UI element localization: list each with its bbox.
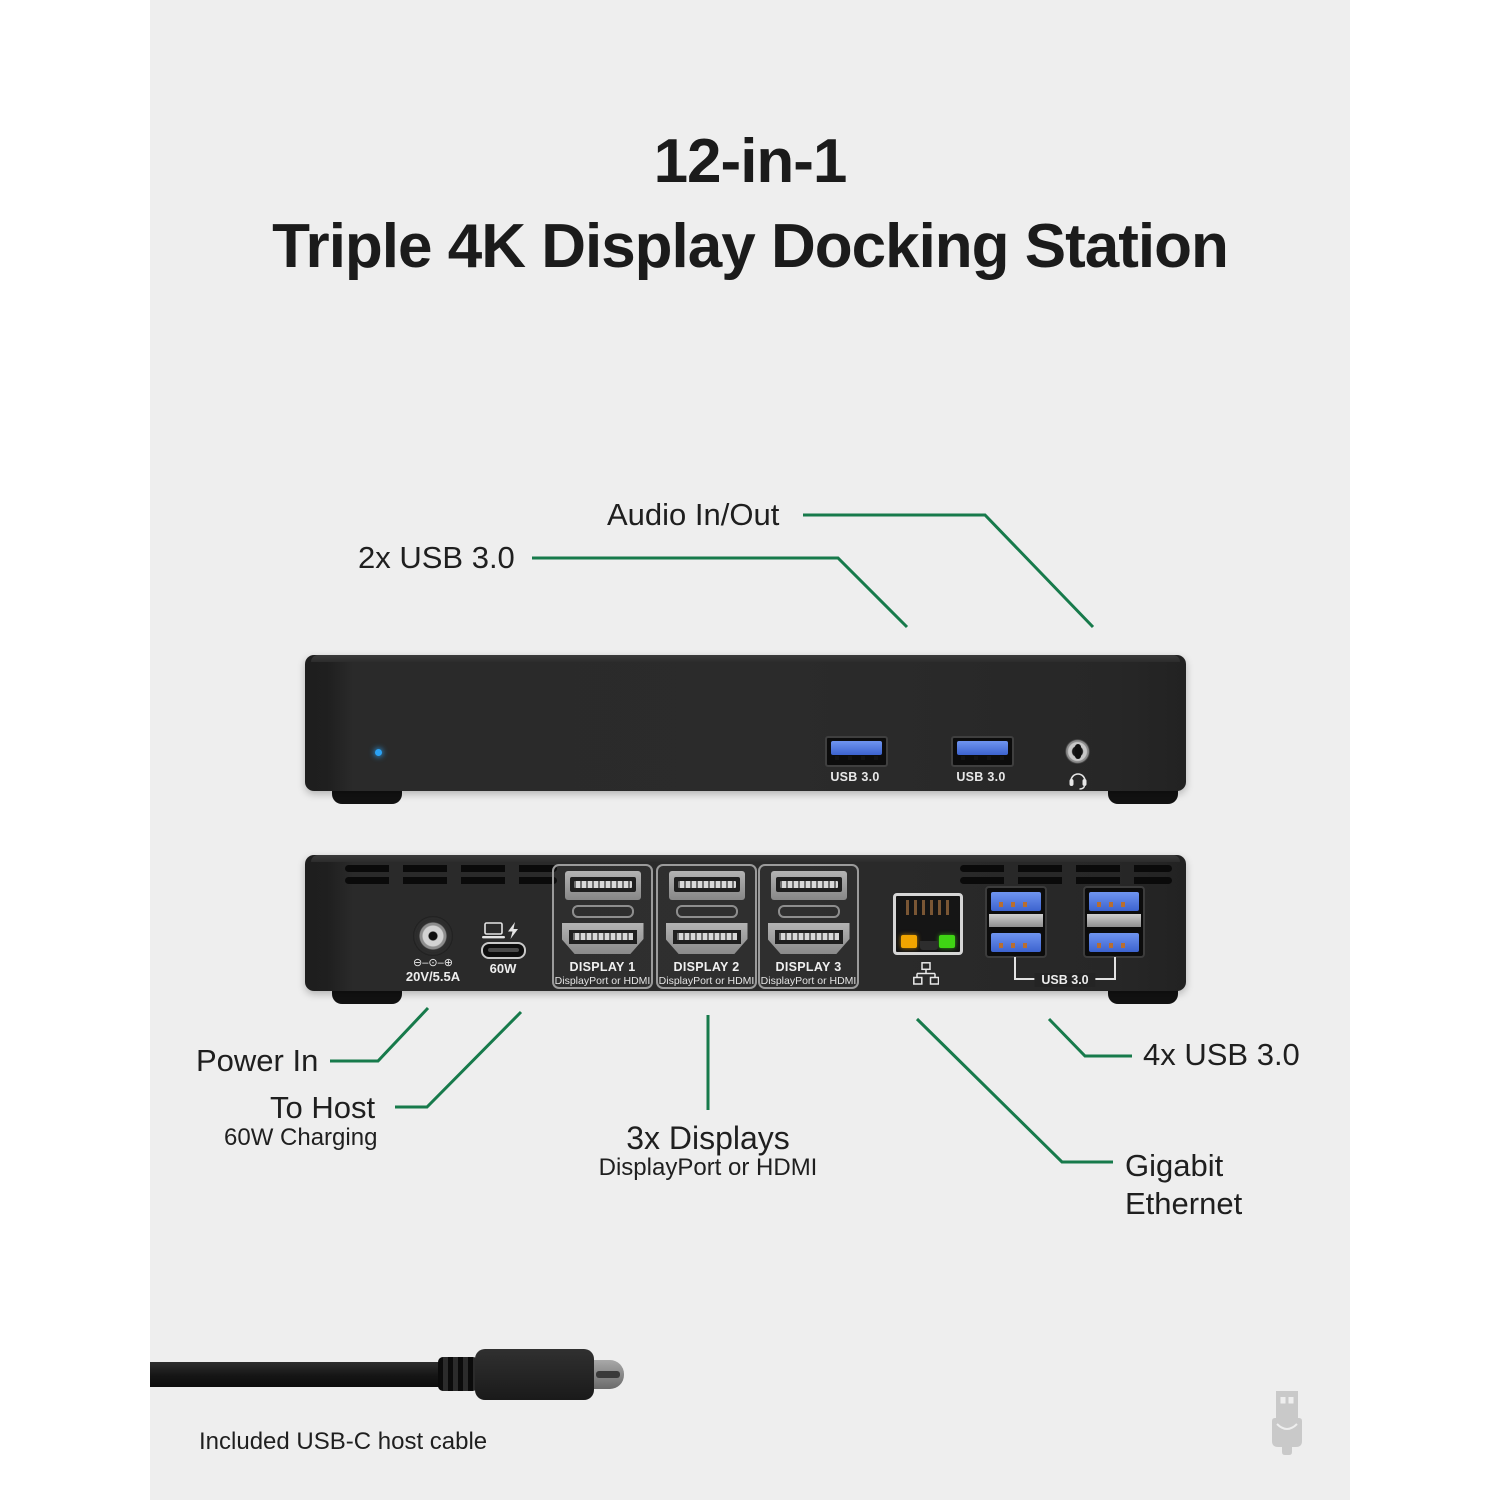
audio-callout-line	[803, 513, 1095, 629]
headset-icon	[1069, 773, 1087, 790]
dock-front-view: USB 3.0 USB 3.0	[305, 655, 1186, 791]
display-group-2: DISPLAY 2 DisplayPort or HDMI	[656, 864, 757, 989]
usb-a-port-front-1	[825, 736, 888, 767]
usb-rear-callout-line	[1047, 1017, 1132, 1058]
port-divider	[777, 905, 840, 918]
usb-rear-bracket: USB 3.0	[1014, 957, 1116, 987]
usb-tongue	[1089, 933, 1139, 952]
usb-a-port-rear-column-2	[1083, 886, 1145, 958]
ethernet-callout-line	[915, 1017, 1113, 1164]
usb-tongue	[831, 741, 882, 755]
displayport-port	[564, 871, 641, 901]
power-callout-line	[330, 1006, 430, 1063]
vent-row	[345, 877, 557, 884]
display-group-3: DISPLAY 3 DisplayPort or HDMI	[758, 864, 859, 989]
usb-pins	[961, 756, 1004, 760]
display-group-2-name: DISPLAY 2	[673, 960, 740, 974]
usb-c-label: 60W	[489, 961, 517, 976]
ethernet-clip	[920, 941, 938, 950]
displayport-port	[770, 871, 847, 901]
usb-front-callout-label: 2x USB 3.0	[358, 540, 515, 575]
display-group-1-sub: DisplayPort or HDMI	[554, 975, 651, 987]
audio-jack-slot	[1074, 744, 1081, 759]
hdmi-port	[767, 922, 850, 954]
usb-pins	[835, 756, 878, 760]
usb-c-port	[481, 942, 526, 959]
usb-front-callout-line	[532, 556, 909, 629]
hdmi-port	[665, 922, 748, 954]
usb-c-connector-body	[475, 1349, 594, 1400]
usb-tongue	[991, 892, 1041, 911]
usb-divider	[1087, 914, 1141, 927]
ethernet-callout-label-line1: Gigabit	[1125, 1148, 1224, 1183]
displayport-port	[668, 871, 745, 901]
dc-polarity-symbol: ⊖–⊙–⊕	[413, 957, 453, 969]
host-callout-label: To Host	[270, 1090, 376, 1125]
usb-a-port-front-2	[951, 736, 1014, 767]
usb-c-slot	[488, 948, 519, 952]
plugable-logo-icon	[1272, 1391, 1302, 1455]
cable-strain-relief	[438, 1357, 478, 1391]
displays-callout-sublabel: DisplayPort or HDMI	[598, 1154, 818, 1181]
ethernet-led-orange	[901, 935, 917, 948]
ethernet-port	[893, 893, 963, 955]
vent-row	[960, 865, 1172, 872]
usb-tongue	[991, 933, 1041, 952]
vent-row	[345, 865, 557, 872]
usb-c-connector-tip	[594, 1360, 624, 1389]
displays-callout-label: 3x Displays	[626, 1120, 790, 1156]
power-callout-label: Power In	[196, 1043, 319, 1078]
audio-jack	[1065, 739, 1090, 764]
usb-c-cable	[150, 1362, 442, 1387]
usb-tongue	[957, 741, 1008, 755]
ethernet-pins	[906, 900, 950, 915]
usb-divider	[989, 914, 1043, 927]
usb-rear-callout-label: 4x USB 3.0	[1143, 1037, 1300, 1072]
display-group-1-name: DISPLAY 1	[569, 960, 636, 974]
dock-back-view: ⊖–⊙–⊕ 20V/5.5A 60W DISPLAY 1 DisplayPort…	[305, 855, 1186, 991]
usb-a-port-rear-column-1	[985, 886, 1047, 958]
ethernet-led-green	[939, 935, 955, 948]
ethernet-callout-label-line2: Ethernet	[1125, 1186, 1243, 1221]
port-divider	[675, 905, 738, 918]
display-group-1: DISPLAY 1 DisplayPort or HDMI	[552, 864, 653, 989]
power-led	[375, 749, 382, 756]
display-group-2-sub: DisplayPort or HDMI	[658, 975, 755, 987]
host-callout-line	[395, 1010, 523, 1109]
usb-tongue	[1089, 892, 1139, 911]
usb-rear-group-label: USB 3.0	[1034, 973, 1096, 987]
port-divider	[571, 905, 634, 918]
power-jack	[413, 916, 453, 956]
host-callout-sublabel: 60W Charging	[224, 1124, 378, 1151]
power-jack-label: 20V/5.5A	[405, 969, 461, 984]
product-canvas: 12-in-1 Triple 4K Display Docking Statio…	[150, 0, 1350, 1500]
vent-row	[960, 877, 1172, 884]
usb-front-1-label: USB 3.0	[830, 770, 880, 784]
laptop-charging-icon	[482, 922, 518, 939]
usb-front-2-label: USB 3.0	[956, 770, 1006, 784]
display-group-3-name: DISPLAY 3	[775, 960, 842, 974]
ethernet-icon	[913, 962, 939, 985]
hdmi-port	[561, 922, 644, 954]
cable-caption: Included USB-C host cable	[199, 1428, 488, 1455]
page-title-line2: Triple 4K Display Docking Station	[272, 212, 1229, 281]
display-group-3-sub: DisplayPort or HDMI	[760, 975, 857, 987]
page-title-line1: 12-in-1	[653, 127, 848, 196]
audio-callout-label: Audio In/Out	[607, 497, 780, 532]
